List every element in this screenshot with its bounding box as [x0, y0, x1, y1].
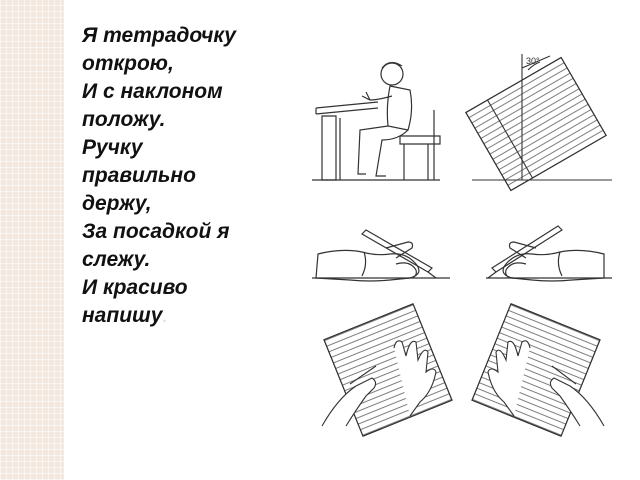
poem-trailing-mark: .: [162, 304, 169, 327]
right-hand-pen-illustration: [312, 230, 450, 281]
handwriting-posture-illustrations: 30°: [300, 40, 620, 440]
poem-line: держу,: [82, 192, 152, 215]
poem-line: Я тетрадочку: [82, 24, 236, 47]
poem-line: И красиво: [82, 276, 188, 299]
poem-text: Я тетрадочку открою, И с наклоном положу…: [82, 22, 292, 330]
poem-line: За посадкой я: [82, 220, 230, 243]
poem-line: И с наклоном: [82, 80, 223, 103]
poem-line: слежу.: [82, 248, 151, 271]
tilted-notebook-illustration: 30°: [466, 54, 612, 190]
decorative-left-border: [0, 0, 64, 480]
poem-line: правильно: [82, 164, 196, 187]
poem-line: Ручку: [82, 136, 143, 159]
poem-last-word: напишу: [82, 304, 163, 327]
poem-line: открою,: [82, 52, 174, 75]
poem-line: положу.: [82, 108, 166, 131]
child-at-desk-illustration: [312, 62, 440, 180]
poem-line: напишу.: [82, 302, 292, 330]
angle-label: 30°: [526, 56, 540, 66]
left-hand-writing-illustration: [472, 304, 604, 436]
left-hand-pen-illustration: [486, 226, 612, 281]
right-hand-writing-illustration: [322, 304, 452, 436]
